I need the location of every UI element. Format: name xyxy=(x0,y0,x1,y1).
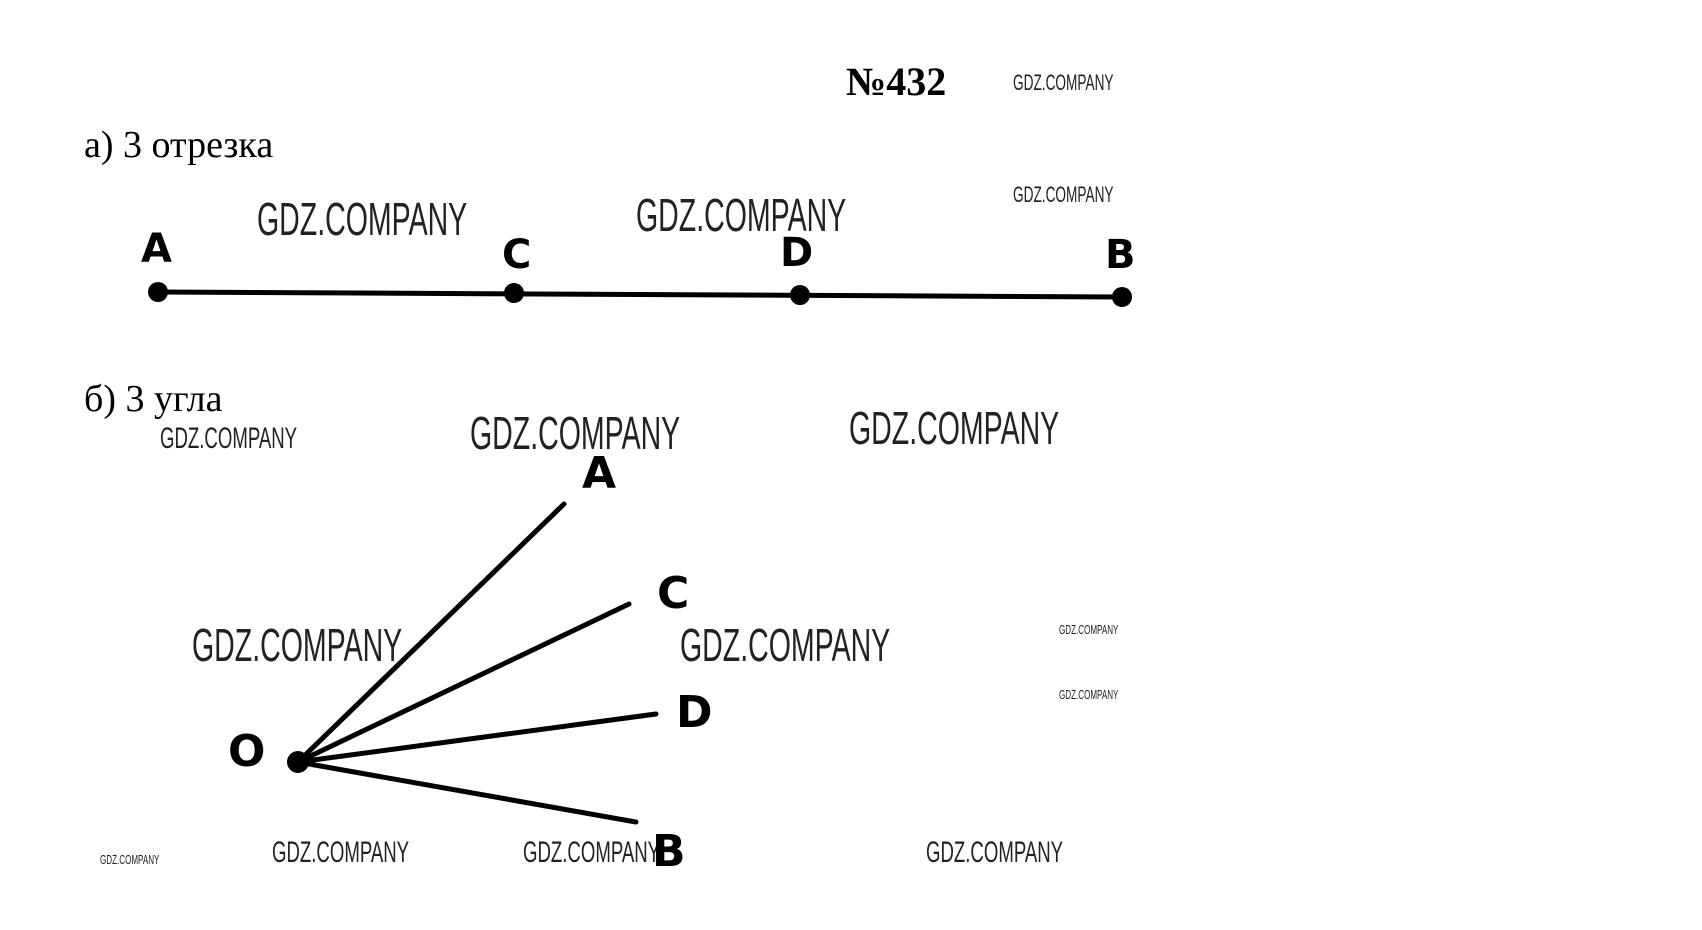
watermark: GDZ.COMPANY xyxy=(192,619,403,671)
watermark: GDZ.COMPANY xyxy=(100,852,160,867)
ray-od xyxy=(295,711,659,765)
watermark: GDZ.COMPANY xyxy=(636,189,847,241)
part-a-label: а) 3 отрезка xyxy=(84,124,274,166)
segment-line xyxy=(155,289,1125,300)
watermark: GDZ.COMPANY xyxy=(926,836,1064,869)
watermark: GDZ.COMPANY xyxy=(257,193,468,245)
ray-a-label: A xyxy=(582,448,616,499)
watermark: GDZ.COMPANY xyxy=(680,619,891,671)
point-c-dot xyxy=(504,283,524,303)
vertex-o-dot xyxy=(287,751,309,773)
point-c-label: C xyxy=(502,232,531,278)
ray-b-label: B xyxy=(652,826,686,877)
watermark: GDZ.COMPANY xyxy=(272,836,410,869)
point-b-dot xyxy=(1112,287,1132,307)
part-b-label: б) 3 угла xyxy=(84,378,223,420)
point-a-label: A xyxy=(141,226,172,272)
ray-d-label: D xyxy=(676,687,713,738)
segment-diagram: A C D B xyxy=(141,226,1136,307)
ray-oc xyxy=(295,601,632,765)
ray-oa xyxy=(295,501,567,765)
watermark: GDZ.COMPANY xyxy=(523,836,661,869)
ray-ob xyxy=(295,759,639,825)
problem-number: №432 xyxy=(846,59,947,104)
watermark: GDZ.COMPANY xyxy=(849,402,1060,454)
angle-diagram: O A C D B xyxy=(228,448,713,877)
ray-c-label: C xyxy=(657,568,689,619)
point-d-dot xyxy=(790,285,810,305)
point-a-dot xyxy=(148,282,168,302)
watermark: GDZ.COMPANY xyxy=(470,407,681,459)
watermark: GDZ.COMPANY xyxy=(1013,182,1114,207)
watermark: GDZ.COMPANY xyxy=(1013,70,1114,95)
watermark: GDZ.COMPANY xyxy=(160,422,298,455)
watermark: GDZ.COMPANY xyxy=(1059,687,1119,702)
vertex-o-label: O xyxy=(228,726,265,777)
watermark: GDZ.COMPANY xyxy=(1059,622,1119,637)
point-b-label: B xyxy=(1105,232,1136,278)
point-d-label: D xyxy=(780,230,813,276)
